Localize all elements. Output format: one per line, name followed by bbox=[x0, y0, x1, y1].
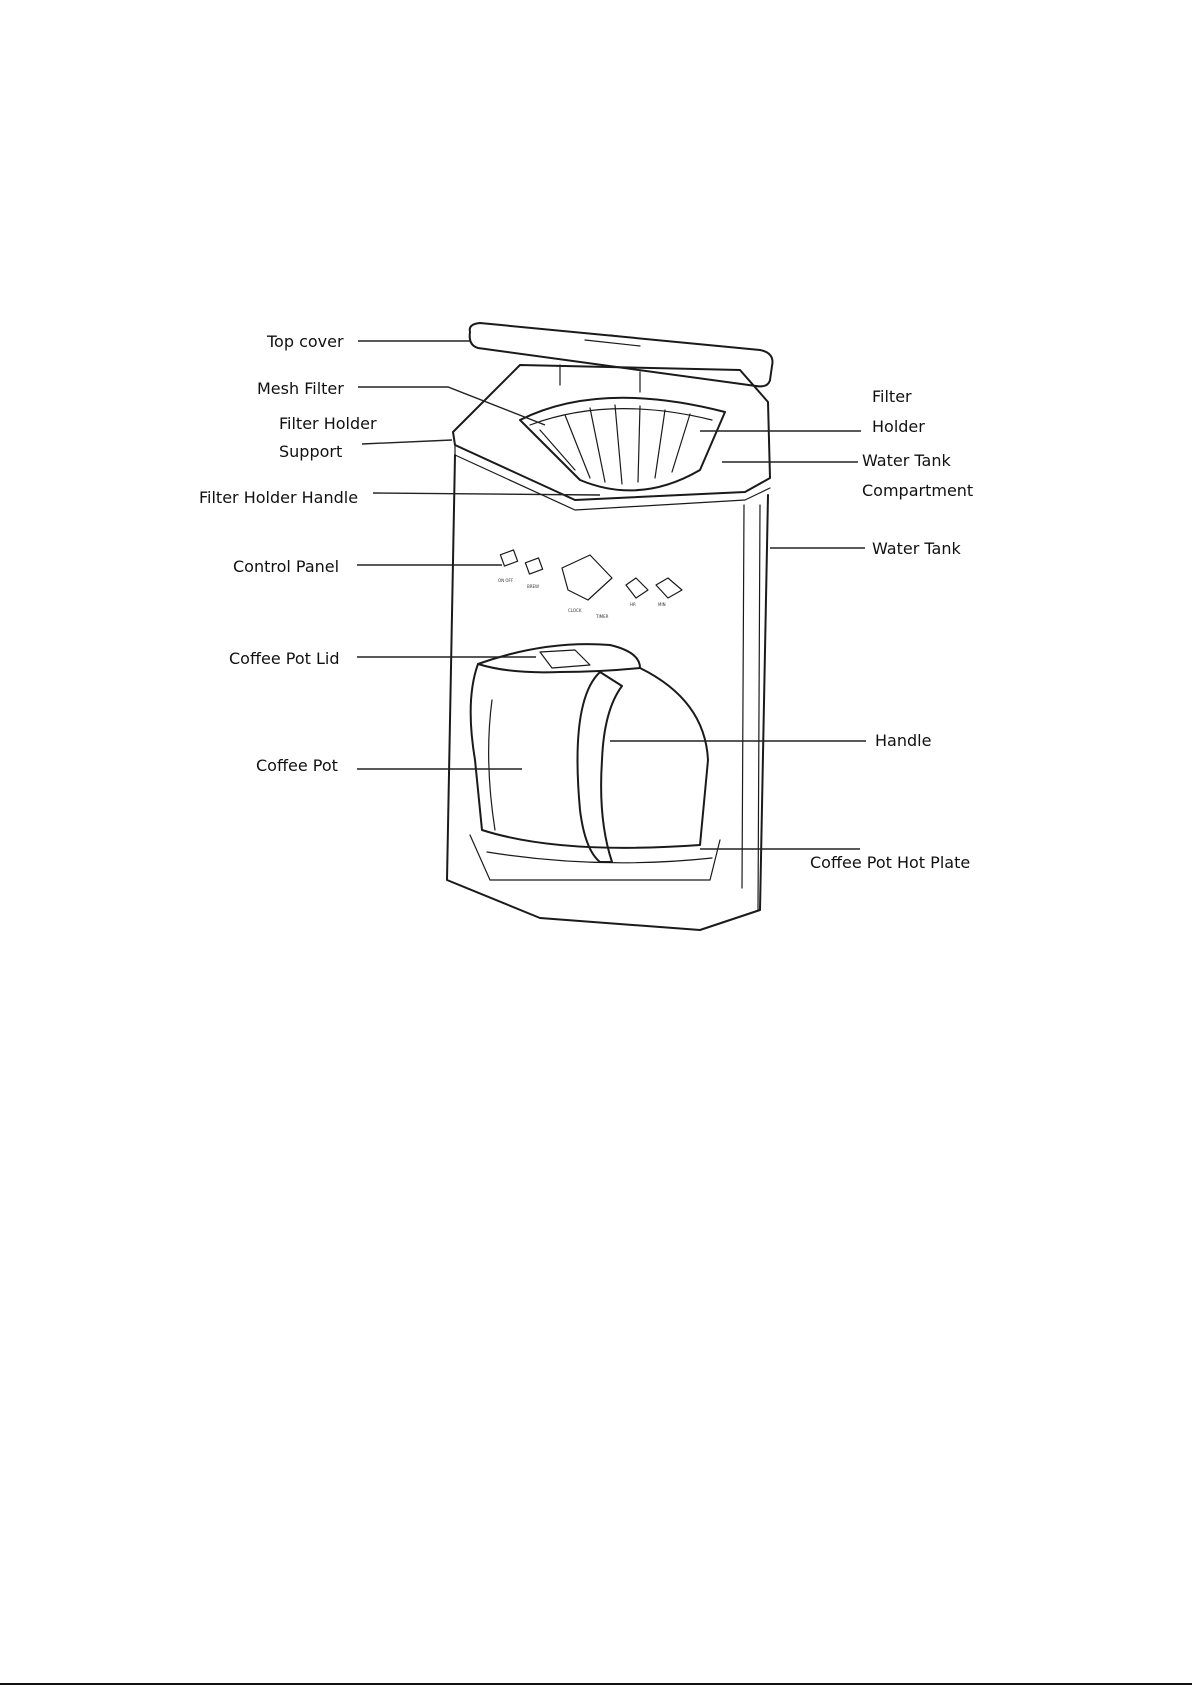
label-water-tank: Water Tank bbox=[872, 539, 961, 558]
coffee-pot-handle-shape bbox=[578, 672, 623, 862]
label-coffee-pot-lid: Coffee Pot Lid bbox=[229, 649, 340, 668]
label-coffee-pot-hot-plate: Coffee Pot Hot Plate bbox=[810, 853, 970, 872]
label-control-panel: Control Panel bbox=[233, 557, 339, 576]
part-labels: Top cover Mesh Filter Filter Holder Supp… bbox=[199, 332, 973, 872]
svg-text:BREW: BREW bbox=[527, 584, 539, 589]
main-body-shape bbox=[447, 455, 768, 930]
leader-lines bbox=[357, 341, 866, 849]
filter-holder-shape bbox=[520, 398, 725, 491]
label-water-tank-compartment-line1: Water Tank bbox=[862, 451, 951, 470]
label-top-cover: Top cover bbox=[266, 332, 344, 351]
coffee-maker-illustration: ON OFF BREW CLOCK TIMER HR MIN bbox=[447, 323, 773, 930]
label-filter-holder-handle: Filter Holder Handle bbox=[199, 488, 358, 507]
label-filter-holder-line1: Filter bbox=[872, 387, 912, 406]
label-mesh-filter: Mesh Filter bbox=[257, 379, 344, 398]
svg-text:HR: HR bbox=[630, 602, 636, 607]
top-cover-shape bbox=[470, 323, 773, 386]
label-water-tank-compartment-line2: Compartment bbox=[862, 481, 973, 500]
svg-text:CLOCK: CLOCK bbox=[568, 608, 582, 613]
svg-text:MIN: MIN bbox=[658, 602, 666, 607]
coffee-pot-shape bbox=[471, 664, 708, 848]
control-panel-buttons: ON OFF BREW CLOCK TIMER HR MIN bbox=[498, 550, 682, 619]
svg-text:TIMER: TIMER bbox=[595, 614, 609, 619]
label-filter-holder-line2: Holder bbox=[872, 417, 925, 436]
label-coffee-pot: Coffee Pot bbox=[256, 756, 338, 775]
label-filter-holder-support-line2: Support bbox=[279, 442, 342, 461]
upper-rim-shape bbox=[453, 365, 770, 500]
coffee-pot-lid-shape bbox=[478, 644, 640, 672]
svg-text:ON OFF: ON OFF bbox=[498, 578, 514, 583]
label-filter-holder-support-line1: Filter Holder bbox=[279, 414, 377, 433]
label-handle: Handle bbox=[875, 731, 931, 750]
